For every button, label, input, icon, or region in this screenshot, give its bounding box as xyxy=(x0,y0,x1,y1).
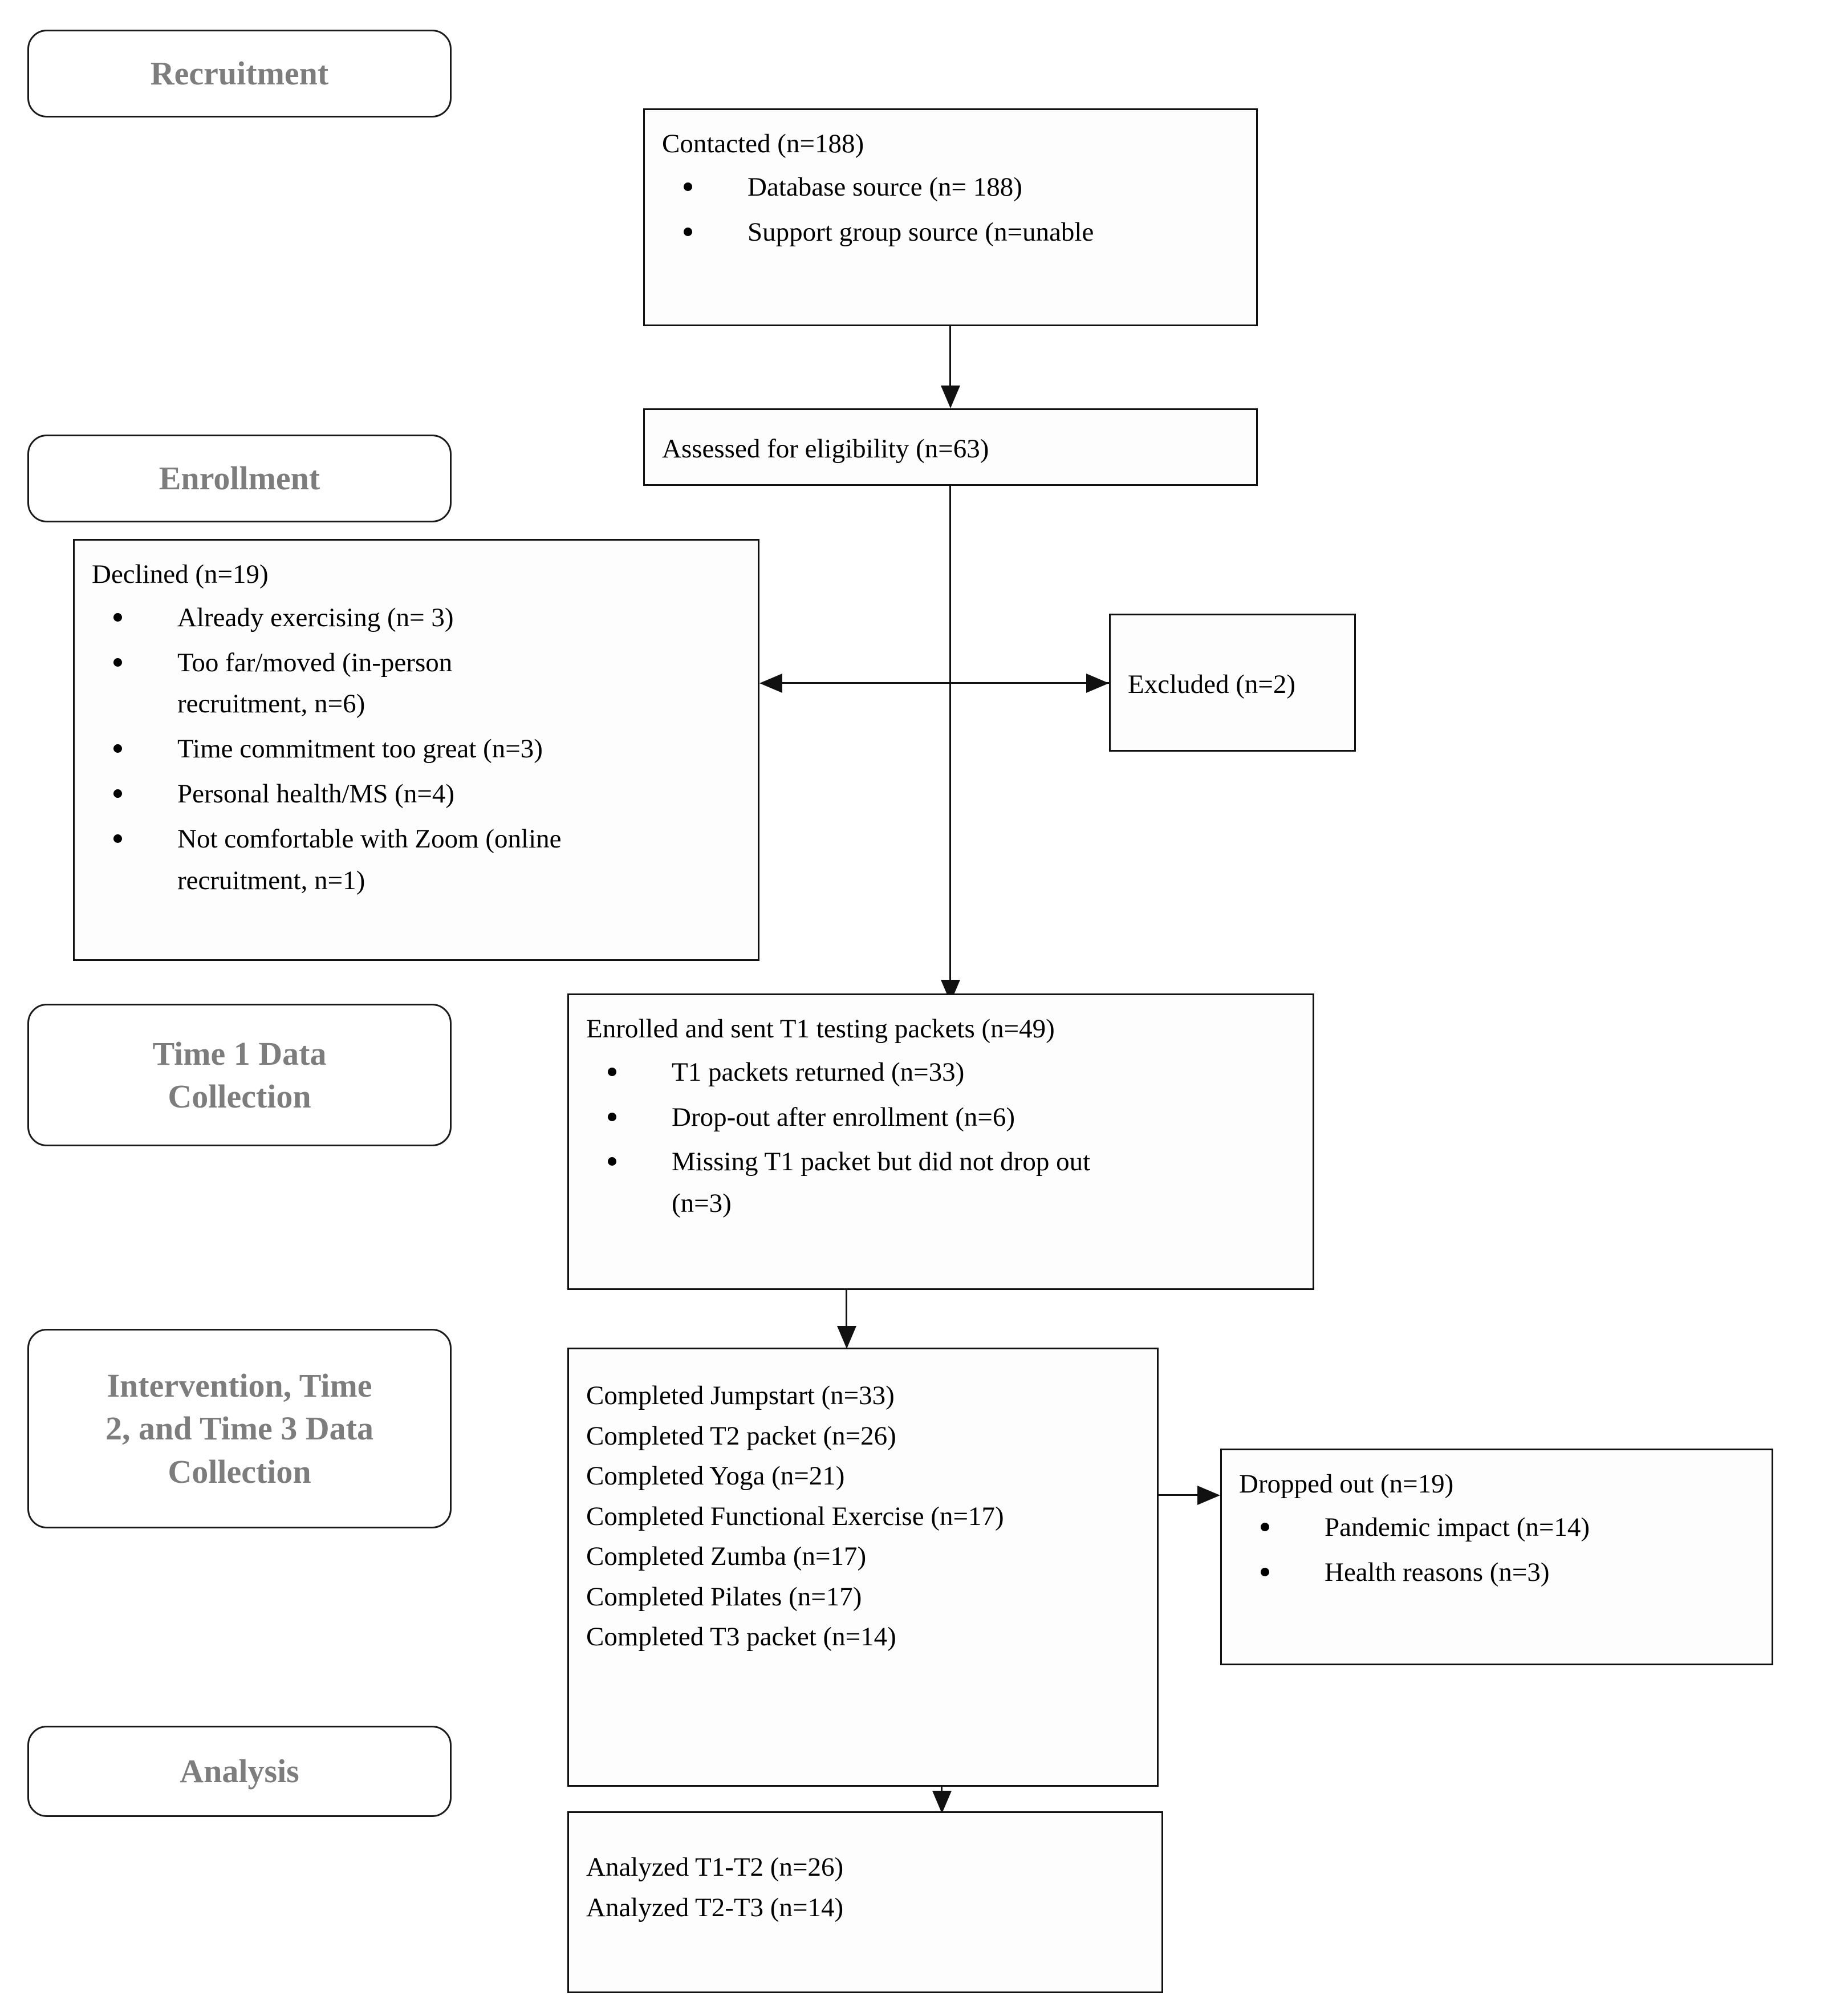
list-item: Too far/moved (in-person recruitment, n=… xyxy=(92,642,741,725)
stage-label-time-1-data-collection: Time 1 Data Collection xyxy=(27,1004,452,1146)
node-enrolled-t1-packets: Enrolled and sent T1 testing packets (n=… xyxy=(567,993,1314,1290)
stage-label-time-1-text: Time 1 Data Collection xyxy=(152,1035,327,1115)
node-contacted-bullets: Database source (n= 188) Support group s… xyxy=(662,167,1239,253)
node-completed-intervention: Completed Jumpstart (n=33) Completed T2 … xyxy=(567,1348,1159,1787)
bullet-dot-icon xyxy=(684,227,692,236)
arrow-down-icon xyxy=(932,1791,952,1814)
node-completed-line: Completed Yoga (n=21) xyxy=(586,1461,845,1491)
bullet-dot-icon xyxy=(608,1157,616,1166)
node-analyzed-line: Analyzed T2-T3 (n=14) xyxy=(586,1892,844,1922)
node-declined-title: Declined (n=19) xyxy=(92,559,269,589)
stage-label-recruitment: Recruitment xyxy=(27,30,452,117)
bullet-dot-icon xyxy=(684,182,692,191)
connector-assessed-to-enrolled xyxy=(949,486,951,993)
bullet-dot-icon xyxy=(608,1067,616,1076)
list-item-text: Time commitment too great (n=3) xyxy=(177,734,543,764)
list-item: Time commitment too great (n=3) xyxy=(92,728,741,770)
node-completed-line: Completed Zumba (n=17) xyxy=(586,1542,867,1571)
list-item: Personal health/MS (n=4) xyxy=(92,773,741,815)
node-completed-line: Completed T3 packet (n=14) xyxy=(586,1622,896,1652)
node-declined: Declined (n=19) Already exercising (n= 3… xyxy=(73,539,759,961)
bullet-dot-icon xyxy=(113,658,122,667)
list-item-text: Support group source (n=unable xyxy=(748,217,1094,247)
node-contacted-title: Contacted (n=188) xyxy=(662,129,864,159)
connector-completed-to-dropped xyxy=(1159,1494,1200,1496)
node-completed-line: Completed Jumpstart (n=33) xyxy=(586,1381,895,1410)
connector-declined-excluded xyxy=(780,682,1109,684)
stage-label-intervention-time2-time3: Intervention, Time 2, and Time 3 Data Co… xyxy=(27,1329,452,1528)
stage-label-intervention-text: Intervention, Time 2, and Time 3 Data Co… xyxy=(105,1366,373,1490)
list-item-text: Too far/moved (in-person recruitment, n=… xyxy=(177,647,453,719)
bullet-dot-icon xyxy=(113,834,122,843)
list-item-text: Pandemic impact (n=14) xyxy=(1325,1512,1590,1542)
list-item: T1 packets returned (n=33) xyxy=(586,1052,1295,1093)
list-item: Pandemic impact (n=14) xyxy=(1239,1507,1754,1548)
list-item: Already exercising (n= 3) xyxy=(92,597,741,639)
connector-contacted-to-assessed xyxy=(949,326,951,389)
arrow-left-icon xyxy=(759,674,782,693)
list-item: Drop-out after enrollment (n=6) xyxy=(586,1097,1295,1138)
connector-enrolled-to-completed xyxy=(846,1290,847,1330)
bullet-dot-icon xyxy=(1261,1522,1269,1531)
node-enrolled-bullets: T1 packets returned (n=33) Drop-out afte… xyxy=(586,1052,1295,1224)
list-item-text: Already exercising (n= 3) xyxy=(177,602,454,632)
node-contacted: Contacted (n=188) Database source (n= 18… xyxy=(643,108,1258,326)
node-analyzed: Analyzed T1-T2 (n=26) Analyzed T2-T3 (n=… xyxy=(567,1811,1163,1993)
arrow-down-icon xyxy=(837,1326,856,1349)
list-item-text: Personal health/MS (n=4) xyxy=(177,779,454,809)
node-dropped-out: Dropped out (n=19) Pandemic impact (n=14… xyxy=(1220,1449,1773,1665)
stage-label-enrollment: Enrollment xyxy=(27,435,452,522)
stage-label-enrollment-text: Enrollment xyxy=(159,460,320,497)
bullet-dot-icon xyxy=(113,744,122,753)
list-item-text: Drop-out after enrollment (n=6) xyxy=(672,1102,1015,1132)
list-item: Support group source (n=unable xyxy=(662,212,1239,253)
list-item-text: Database source (n= 188) xyxy=(748,172,1022,202)
node-completed-line: Completed T2 packet (n=26) xyxy=(586,1421,896,1451)
node-enrolled-title: Enrolled and sent T1 testing packets (n=… xyxy=(586,1014,1055,1044)
node-excluded: Excluded (n=2) xyxy=(1109,614,1356,752)
list-item-text: Health reasons (n=3) xyxy=(1325,1557,1550,1587)
bullet-dot-icon xyxy=(1261,1567,1269,1576)
bullet-dot-icon xyxy=(608,1112,616,1121)
stage-label-analysis: Analysis xyxy=(27,1726,452,1817)
bullet-dot-icon xyxy=(113,612,122,622)
node-excluded-title: Excluded (n=2) xyxy=(1128,669,1296,699)
list-item: Database source (n= 188) xyxy=(662,167,1239,208)
list-item-text: Not comfortable with Zoom (online recrui… xyxy=(177,824,562,895)
arrow-right-icon xyxy=(1197,1486,1220,1505)
list-item-text: Missing T1 packet but did not drop out (… xyxy=(672,1147,1091,1219)
list-item: Missing T1 packet but did not drop out (… xyxy=(586,1141,1295,1224)
list-item: Not comfortable with Zoom (online recrui… xyxy=(92,818,741,902)
node-dropped-title: Dropped out (n=19) xyxy=(1239,1469,1454,1499)
bullet-dot-icon xyxy=(113,789,122,798)
node-completed-line: Completed Pilates (n=17) xyxy=(586,1581,862,1612)
arrow-down-icon xyxy=(941,386,960,408)
node-assessed-title: Assessed for eligibility (n=63) xyxy=(662,433,989,464)
arrow-right-icon xyxy=(1086,674,1109,693)
stage-label-recruitment-text: Recruitment xyxy=(150,55,329,92)
node-declined-bullets: Already exercising (n= 3) Too far/moved … xyxy=(92,597,741,902)
node-dropped-bullets: Pandemic impact (n=14) Health reasons (n… xyxy=(1239,1507,1754,1593)
list-item: Health reasons (n=3) xyxy=(1239,1552,1754,1593)
node-completed-line: Completed Functional Exercise (n=17) xyxy=(586,1501,1004,1531)
list-item-text: T1 packets returned (n=33) xyxy=(672,1057,965,1087)
stage-label-analysis-text: Analysis xyxy=(180,1753,299,1790)
node-analyzed-line: Analyzed T1-T2 (n=26) xyxy=(586,1852,844,1882)
node-assessed-for-eligibility: Assessed for eligibility (n=63) xyxy=(643,408,1258,486)
